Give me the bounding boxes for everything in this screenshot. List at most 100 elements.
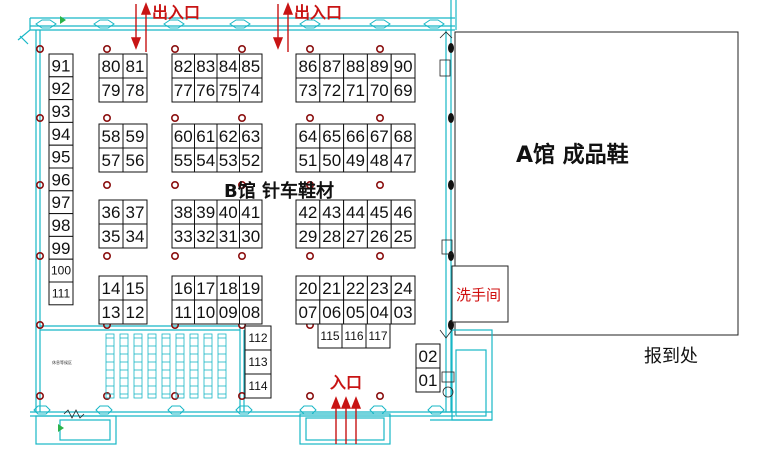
booth-number: 76	[196, 81, 215, 100]
booth-73: 73	[295, 77, 321, 103]
booth-30: 30	[239, 223, 263, 249]
booth-63: 63	[239, 123, 263, 149]
booth-98: 98	[48, 213, 74, 237]
booth-box	[239, 223, 263, 249]
booth-90: 90	[390, 53, 416, 79]
chair-row	[133, 333, 143, 399]
booth-box	[239, 77, 263, 103]
booth-number: 69	[394, 81, 413, 100]
booth-15: 15	[122, 275, 148, 301]
booth-number: 36	[102, 203, 121, 222]
chair-rows	[105, 333, 227, 399]
booth-number: 86	[298, 57, 317, 76]
booth-box	[122, 275, 148, 301]
booth-number: 15	[126, 279, 145, 298]
booth-number: 11	[174, 303, 192, 322]
booth-number: 18	[219, 279, 238, 298]
booth-number: 19	[241, 279, 260, 298]
booth-number: 97	[52, 193, 71, 212]
booth-59: 59	[122, 123, 148, 149]
booth-72: 72	[319, 77, 345, 103]
booth-number: 38	[174, 203, 193, 222]
booth-54: 54	[194, 147, 218, 173]
booth-number: 08	[241, 303, 260, 322]
booth-number: 37	[126, 203, 145, 222]
booth-96: 96	[48, 167, 74, 192]
booth-number: 77	[174, 81, 193, 100]
booth-77: 77	[171, 77, 195, 103]
chair-row	[105, 333, 115, 399]
booth-number: 90	[394, 57, 413, 76]
booth-number: 65	[322, 127, 341, 146]
booth-74: 74	[239, 77, 263, 103]
booth-02: 02	[415, 343, 441, 369]
booth-number: 72	[322, 81, 341, 100]
booth-number: 29	[298, 227, 317, 246]
booth-number: 88	[346, 57, 365, 76]
booth-112: 112	[244, 325, 272, 351]
booth-61: 61	[194, 123, 218, 149]
booth-number: 07	[298, 303, 317, 322]
booth-number: 44	[346, 203, 365, 222]
booth-100: 100	[48, 258, 74, 283]
booth-number: 62	[219, 127, 238, 146]
booth-number: 75	[219, 81, 238, 100]
booth-number: 02	[419, 347, 438, 366]
booth-05: 05	[343, 299, 368, 325]
booth-number: 79	[102, 81, 121, 100]
restroom-box	[451, 265, 509, 323]
booth-03: 03	[390, 299, 416, 325]
booth-box	[341, 323, 367, 349]
booth-number: 46	[394, 203, 413, 222]
booth-76: 76	[194, 77, 218, 103]
booth-box	[244, 349, 272, 375]
booth-number: 100	[51, 264, 71, 278]
booth-number: 59	[126, 127, 145, 146]
booth-64: 64	[295, 123, 321, 149]
booth-box	[122, 123, 148, 149]
booth-box	[390, 147, 416, 173]
booth-23: 23	[366, 275, 392, 301]
booth-number: 52	[241, 151, 260, 170]
booth-115: 115	[317, 323, 343, 349]
booth-box	[48, 281, 74, 306]
booth-19: 19	[239, 275, 263, 301]
entrance-arrows	[130, 2, 362, 444]
booth-number: 04	[370, 303, 389, 322]
booth-78: 78	[122, 77, 148, 103]
registration-label: 报到处	[644, 346, 698, 367]
booth-47: 47	[390, 147, 416, 173]
booth-number: 61	[196, 127, 215, 146]
booth-13: 13	[98, 299, 124, 325]
booth-52: 52	[239, 147, 263, 173]
chair-row	[119, 333, 129, 399]
booth-number: 58	[102, 127, 121, 146]
booth-36: 36	[98, 199, 124, 225]
chair-row	[147, 333, 157, 399]
booth-49: 49	[343, 147, 368, 173]
booth-57: 57	[98, 147, 124, 173]
restroom-label: 洗手间	[456, 286, 501, 304]
booth-117: 117	[365, 323, 391, 349]
booth-46: 46	[390, 199, 416, 225]
booth-number: 68	[394, 127, 413, 146]
booth-number: 116	[344, 329, 363, 343]
booth-number: 64	[298, 127, 317, 146]
booth-number: 114	[248, 379, 267, 393]
booth-number: 31	[219, 227, 238, 246]
booth-07: 07	[295, 299, 321, 325]
booth-45: 45	[366, 199, 392, 225]
booth-95: 95	[48, 144, 74, 169]
booth-38: 38	[171, 199, 195, 225]
booth-80: 80	[98, 53, 124, 79]
booth-number: 33	[174, 227, 193, 246]
chair-row	[175, 333, 185, 399]
booth-number: 34	[126, 227, 145, 246]
booth-number: 35	[102, 227, 121, 246]
booth-55: 55	[171, 147, 195, 173]
booth-number: 56	[126, 151, 145, 170]
exit-markers	[58, 16, 66, 432]
booth-97: 97	[48, 190, 74, 215]
booth-12: 12	[122, 299, 148, 325]
booth-06: 06	[319, 299, 345, 325]
